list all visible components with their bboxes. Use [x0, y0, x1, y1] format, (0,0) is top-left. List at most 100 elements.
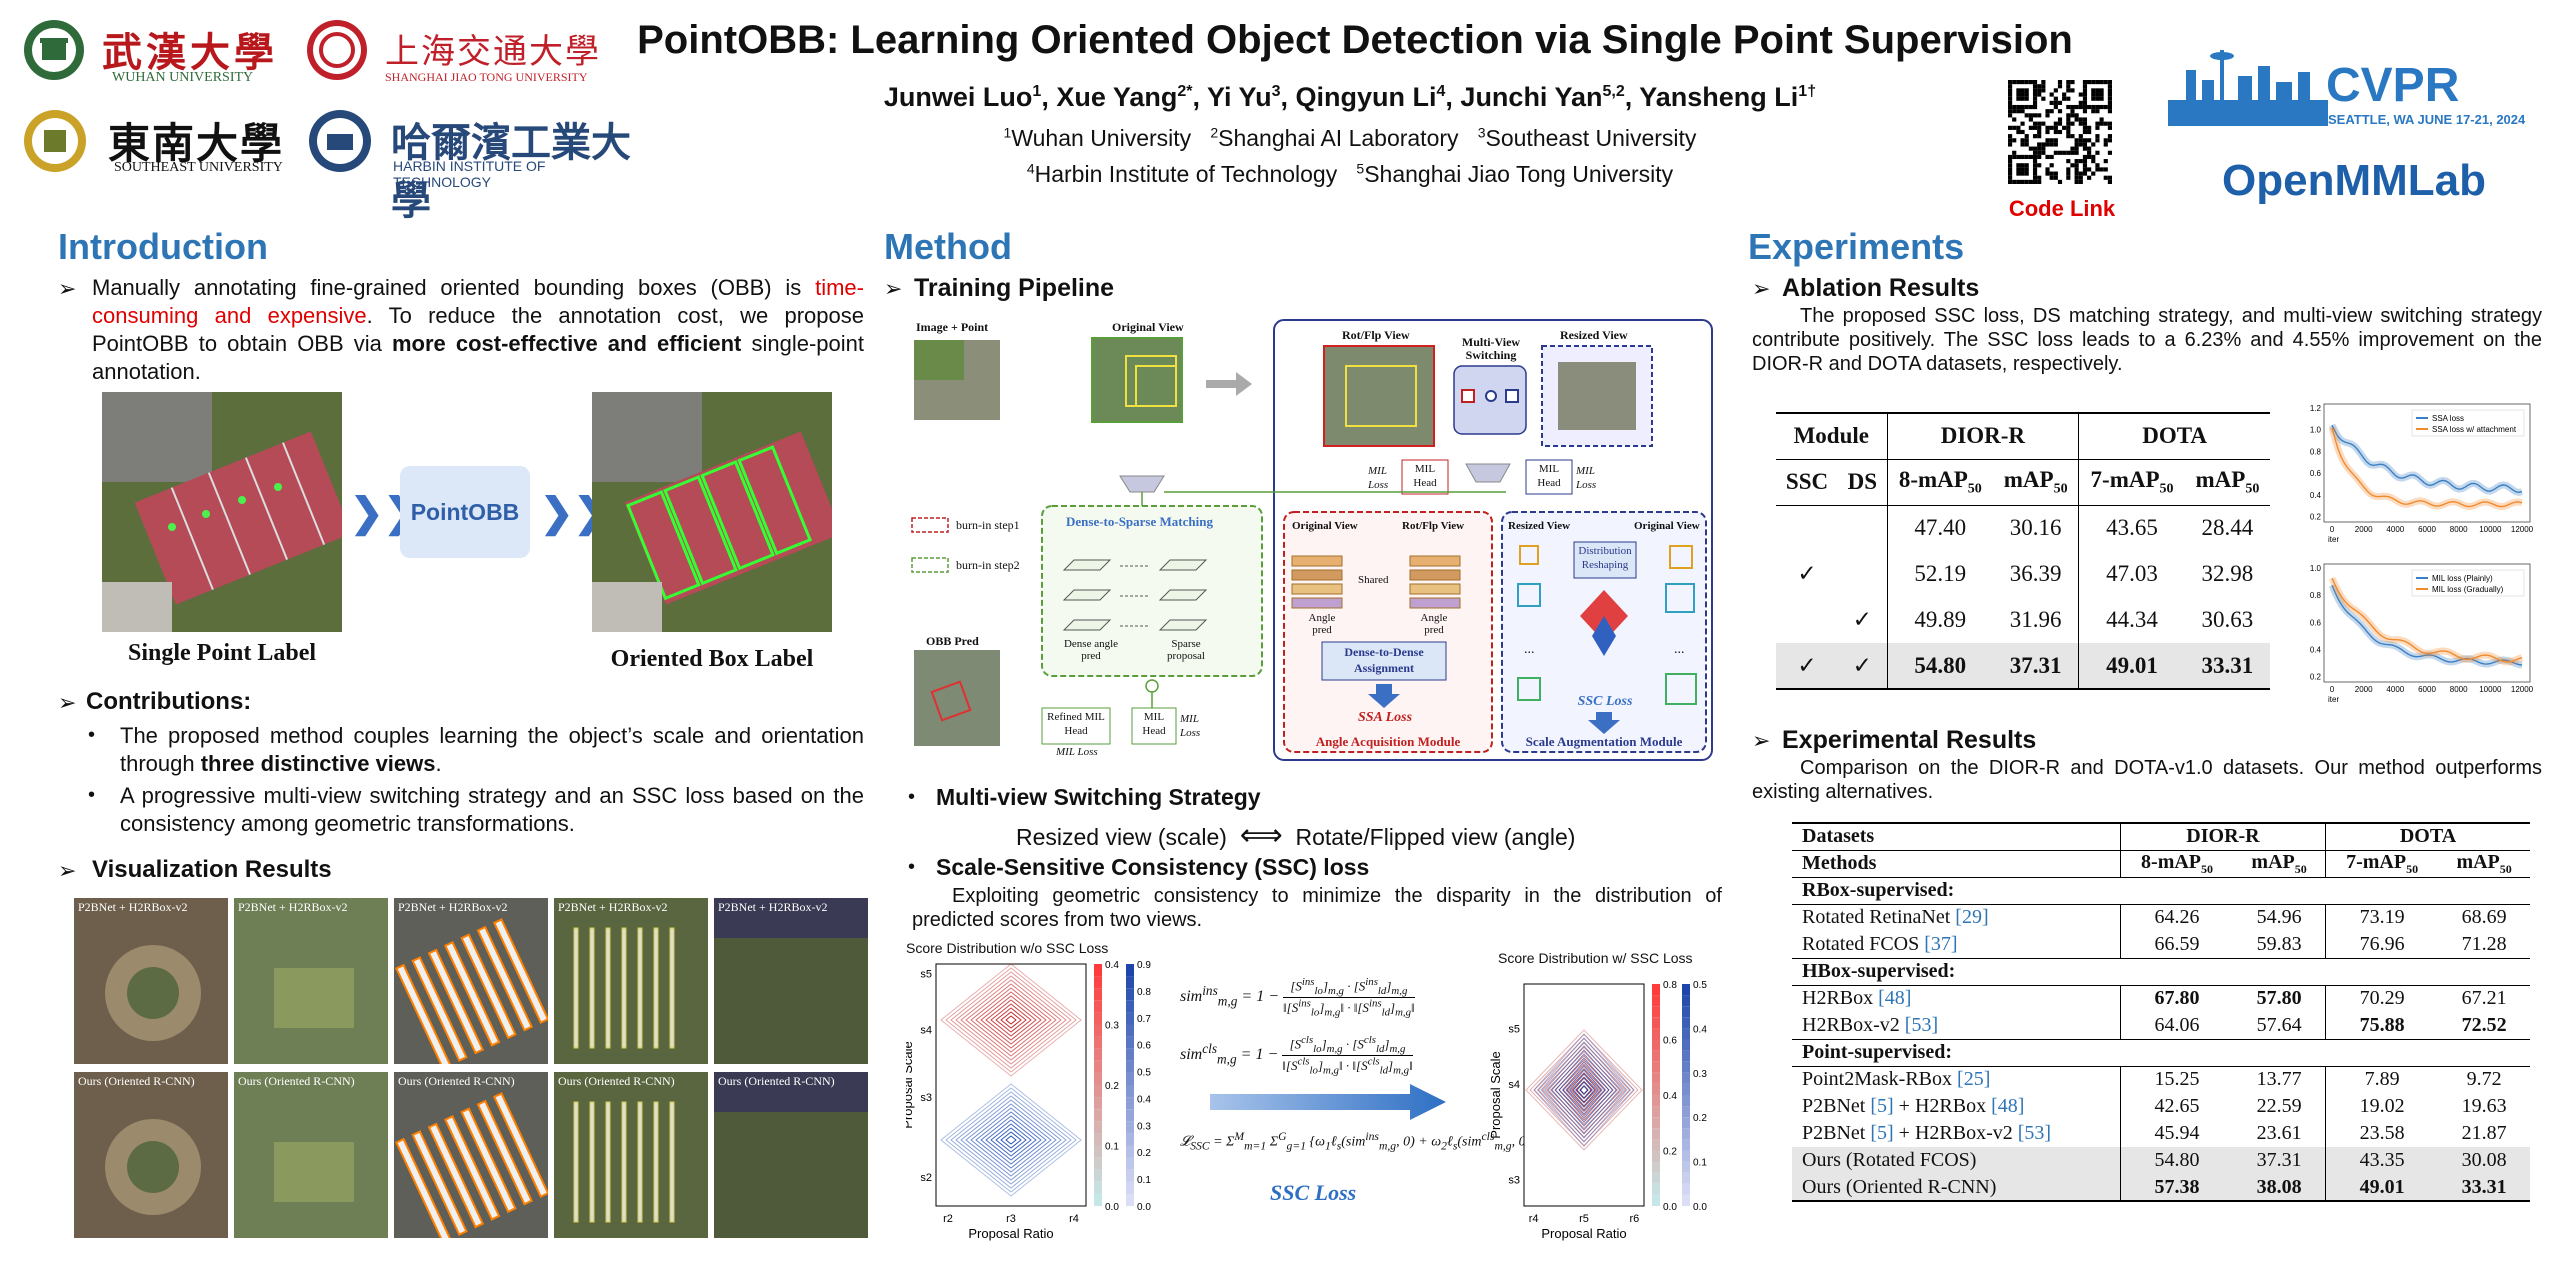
diag-angle-pred-1: Angle pred: [1308, 612, 1336, 636]
x-tick: 8000: [2450, 685, 2468, 694]
cell: 64.06: [2119, 1012, 2234, 1039]
cell: [1838, 551, 1887, 597]
method-cell: H2RBox [48]: [1802, 987, 1912, 1010]
cell: 23.58: [2325, 1120, 2439, 1147]
vis-panel-label: Ours (Oriented R-CNN): [398, 1074, 515, 1088]
x-tick: 6000: [2418, 525, 2436, 534]
x-tick: r6: [1630, 1213, 1640, 1225]
vis-panel: P2BNet + H2RBox-v2: [392, 896, 550, 1066]
ssc-caption: SSC Loss: [1270, 1180, 1357, 1205]
cell: 19.63: [2461, 1095, 2507, 1117]
x-tick: 0: [2330, 685, 2335, 694]
plot-right-title: Score Distribution w/ SSC Loss: [1498, 950, 1693, 966]
pipeline-diagram: Image + Point Original View Rot/Flp View…: [906, 316, 1718, 766]
cell: ✓: [1797, 561, 1817, 586]
contribution-2: A progressive multi-view switching strat…: [120, 783, 864, 836]
cell: ✓: [1852, 652, 1872, 678]
x-tick: r3: [1006, 1213, 1016, 1225]
cell: 75.88: [2325, 1012, 2439, 1039]
bullet-arrow-icon: ➢: [58, 858, 77, 883]
cbar-tick: 0.6: [1663, 1036, 1677, 1047]
cbar-tick: 0.2: [1693, 1113, 1707, 1124]
bullet-dot-icon: •: [908, 856, 916, 878]
vis-panel: Ours (Oriented R-CNN): [712, 1070, 870, 1240]
y-tick: s5: [1508, 1023, 1520, 1035]
training-heading: Training Pipeline: [914, 274, 1115, 302]
cbar-tick: 0.5: [1137, 1068, 1151, 1079]
th-module: Module: [1793, 423, 1869, 449]
cell: ✓: [1797, 652, 1817, 678]
x-tick: 8000: [2450, 525, 2468, 534]
cbar-tick: 0.4: [1105, 960, 1119, 971]
cell: 67.80: [2119, 985, 2234, 1012]
x-tick: r4: [1529, 1213, 1539, 1225]
affiliation: 4Harbin Institute of Technology: [1026, 160, 1338, 187]
diag-mil-loss-3: MIL Loss: [1368, 465, 1389, 491]
x-tick: r4: [1069, 1213, 1079, 1225]
cbar-tick: 0.1: [1137, 1175, 1151, 1186]
cell: 57.64: [2256, 1013, 2302, 1036]
vis-panel: P2BNet + H2RBox-v2: [552, 896, 710, 1066]
diag-refined: Refined MIL Head: [1047, 711, 1105, 737]
diag-dist-reshape: Distribution Reshaping: [1578, 545, 1632, 571]
th-metric: 8-mAP50: [2119, 850, 2234, 877]
cell: 33.31: [2461, 1175, 2507, 1198]
x-tick: 10000: [2479, 525, 2502, 534]
y-tick: 0.8: [2310, 591, 2322, 600]
vis-panel-label: Ours (Oriented R-CNN): [718, 1074, 835, 1088]
qr-code[interactable]: [2008, 80, 2112, 184]
oriented-box-caption: Oriented Box Label: [610, 646, 814, 672]
diag-original-view: Original View: [1112, 320, 1184, 334]
cbar-tick: 0.5: [1693, 980, 1707, 991]
cvpr-logo: CVPR SEATTLE, WA JUNE 17-21, 2024: [2168, 40, 2528, 130]
cbar-tick: 0.3: [1137, 1121, 1151, 1132]
legend-item: MIL loss (Plainly): [2432, 574, 2493, 583]
cell: 52.19: [1886, 551, 1994, 597]
hit-cn: 哈爾濱工業大學: [391, 119, 631, 224]
vis-panel: Ours (Oriented R-CNN): [72, 1070, 230, 1240]
qr-code-icon: [2008, 80, 2112, 184]
sjtu-en: SHANGHAI JIAO TONG UNIVERSITY: [385, 70, 588, 84]
legend-item: MIL loss (Gradually): [2432, 585, 2504, 594]
x-tick: 6000: [2418, 685, 2436, 694]
openmmlab-logo: OpenMMLab: [2222, 156, 2486, 205]
vis-panel-label: P2BNet + H2RBox-v2: [558, 900, 668, 914]
author-name: Junwei Luo1: [883, 82, 1042, 112]
cell: 57.38: [2119, 1174, 2234, 1201]
th-metric: mAP50: [2456, 850, 2512, 876]
diag-mil-head-1: MIL Head: [1142, 711, 1166, 737]
contribution-1: The proposed method couples learning the…: [120, 723, 864, 776]
cell: ✓: [1852, 607, 1872, 632]
cell: 71.28: [2461, 932, 2507, 955]
x-tick: 4000: [2386, 685, 2404, 694]
diag-burn2: burn-in step2: [956, 558, 1020, 572]
th-ds: DS: [1847, 469, 1877, 494]
x-tick: 2000: [2355, 525, 2373, 534]
bullet-arrow-icon: ➢: [58, 276, 77, 301]
code-link[interactable]: Code Link: [2008, 196, 2116, 221]
vis-panel: Ours (Oriented R-CNN): [392, 1070, 550, 1240]
th-metric: 7-mAP50: [2325, 850, 2439, 877]
th-metric: mAP50: [2003, 466, 2068, 497]
diag-multi-view: Multi-View Switching: [1461, 335, 1521, 362]
cell: 72.52: [2461, 1013, 2507, 1036]
author-name: Xue Yang2*: [1056, 82, 1193, 112]
ablation-text: The proposed SSC loss, DS matching strat…: [1752, 305, 2542, 375]
y-tick: 0.4: [2310, 645, 2322, 654]
cbar-tick: 0.9: [1137, 960, 1151, 971]
y-tick: s3: [920, 1092, 932, 1104]
th-metric: mAP50: [2251, 850, 2307, 876]
th-metric: 7-mAP50: [2078, 459, 2185, 505]
cell: 9.72: [2466, 1068, 2502, 1091]
cell: 15.25: [2119, 1066, 2234, 1093]
cbar-tick: 0.7: [1137, 1014, 1151, 1025]
bullet-arrow-icon: ➢: [1752, 276, 1771, 301]
diag-mil-loss-4: MIL Loss: [1576, 465, 1597, 491]
cell: 59.83: [2256, 932, 2302, 955]
